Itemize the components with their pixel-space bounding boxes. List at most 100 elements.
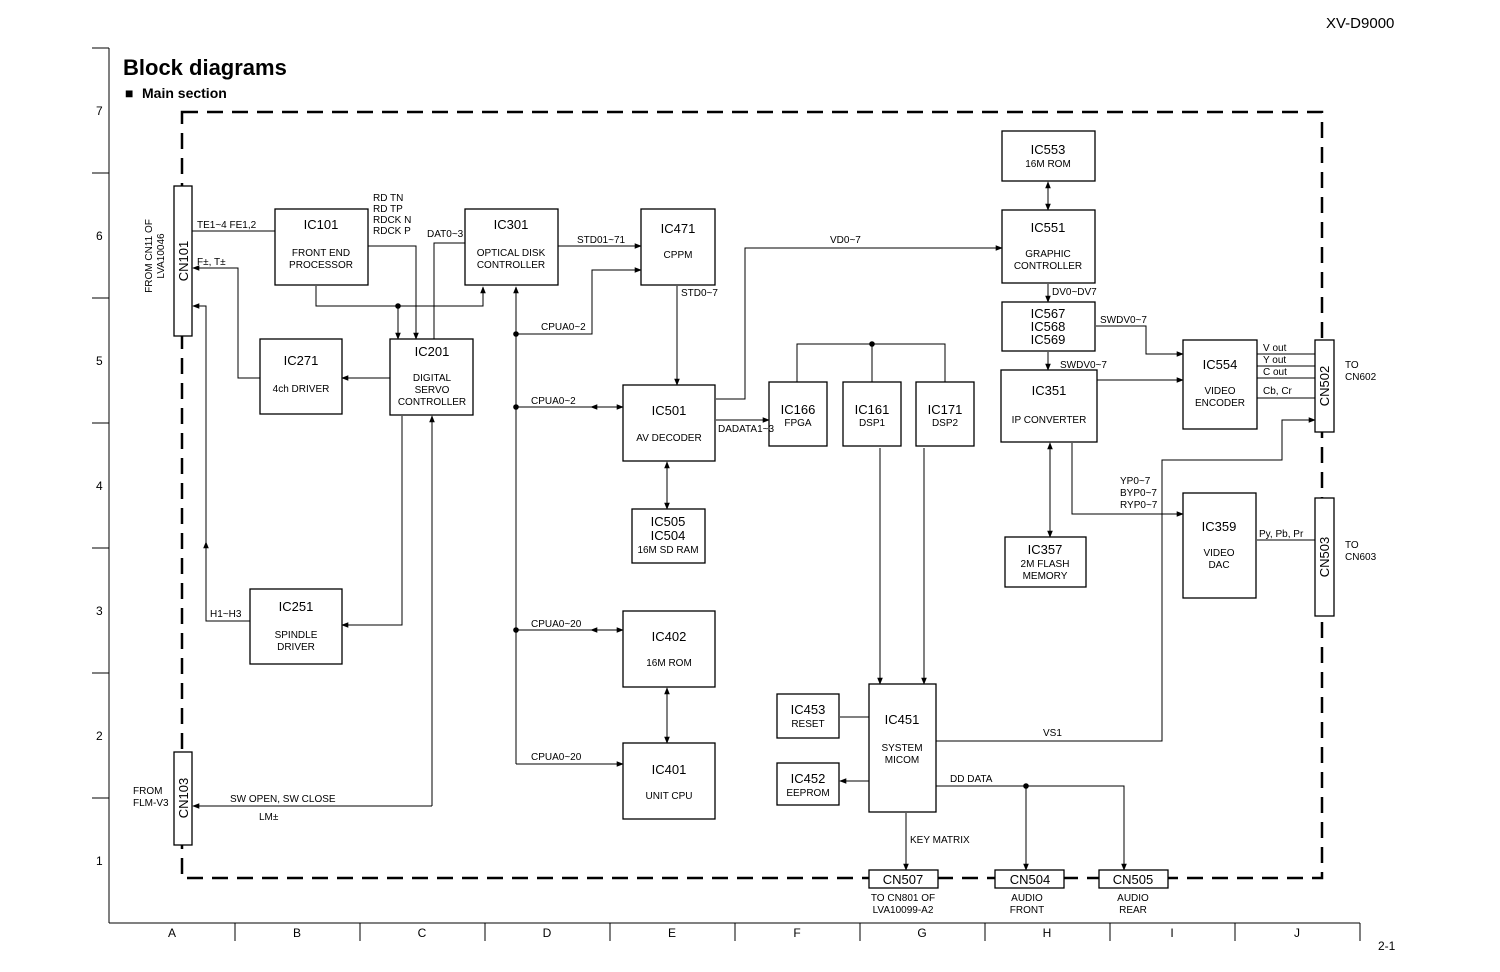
connector-label: CN504 bbox=[1010, 872, 1050, 887]
wire bbox=[192, 265, 260, 379]
block-ic567-569: IC567 IC568 IC569 bbox=[1001, 301, 1096, 352]
block-label: IC359 bbox=[1202, 519, 1237, 534]
block-ic357: IC357 2M FLASH MEMORY bbox=[1004, 536, 1087, 588]
cn103-source-label: FROM bbox=[133, 786, 162, 797]
block-function: DSP2 bbox=[932, 418, 959, 429]
connector-cn502: CN502 bbox=[1314, 339, 1335, 433]
cn505-destination-label: AUDIO bbox=[1117, 893, 1149, 904]
signal-label: RD TP bbox=[373, 204, 403, 215]
signal-label: SWDV0~7 bbox=[1100, 315, 1147, 326]
block-ic161: IC161 DSP1 bbox=[842, 381, 902, 447]
connector-cn505: CN505 bbox=[1098, 869, 1169, 889]
wire bbox=[433, 242, 465, 339]
block-function: UNIT CPU bbox=[645, 791, 692, 802]
block-label: IC201 bbox=[415, 344, 450, 359]
signal-label: DAT0~3 bbox=[427, 229, 464, 240]
block-ic401: IC401 UNIT CPU bbox=[622, 742, 716, 820]
signal-label: LM± bbox=[259, 812, 279, 823]
block-ic271: IC271 4ch DRIVER bbox=[259, 338, 343, 415]
block-label: IC402 bbox=[652, 629, 687, 644]
wire bbox=[516, 267, 642, 335]
connector-label: CN503 bbox=[1317, 537, 1332, 577]
block-label: IC553 bbox=[1031, 142, 1066, 157]
cn502-destination-label: CN602 bbox=[1345, 372, 1377, 383]
junction-dots bbox=[395, 303, 1029, 789]
block-ic505-504: IC505 IC504 16M SD RAM bbox=[631, 508, 706, 564]
row-label: 6 bbox=[96, 229, 103, 243]
block-function: 2M FLASH bbox=[1021, 559, 1070, 570]
cn103-source-label: FLM-V3 bbox=[133, 798, 169, 809]
block-function: CONTROLLER bbox=[398, 397, 466, 408]
junction-dot bbox=[395, 303, 401, 309]
block-label: IC471 bbox=[661, 221, 696, 236]
signal-label: DADATA1~3 bbox=[718, 424, 774, 435]
model-number: XV-D9000 bbox=[1326, 15, 1394, 32]
row-label: 4 bbox=[96, 479, 103, 493]
signal-label: RDCK P bbox=[373, 226, 411, 237]
block-label: IC271 bbox=[284, 353, 319, 368]
wire bbox=[315, 286, 486, 307]
connector-label: CN101 bbox=[176, 241, 191, 281]
block-function: EEPROM bbox=[786, 788, 829, 799]
block-label: IC251 bbox=[279, 599, 314, 614]
block-ic402: IC402 16M ROM bbox=[622, 610, 716, 688]
block-label: IC501 bbox=[652, 403, 687, 418]
drawing-frame bbox=[92, 47, 1361, 941]
page-number: 2-1 bbox=[1378, 939, 1396, 953]
row-label: 7 bbox=[96, 104, 103, 118]
connector-label: CN502 bbox=[1317, 366, 1332, 406]
block-label: IC504 bbox=[651, 528, 686, 543]
signal-label: CPUA0~20 bbox=[531, 619, 582, 630]
signal-label: BYP0~7 bbox=[1120, 488, 1157, 499]
connector-label: CN103 bbox=[176, 778, 191, 818]
connector-cn103: CN103 bbox=[173, 751, 193, 846]
section-marker: ■ bbox=[125, 85, 133, 101]
column-labels: A B C D E F G H I J bbox=[168, 926, 1300, 940]
connector-label: CN505 bbox=[1113, 872, 1153, 887]
block-label: IC101 bbox=[304, 217, 339, 232]
junction-dot bbox=[869, 341, 875, 347]
block-function: DRIVER bbox=[277, 642, 315, 653]
connector-cn101: CN101 bbox=[173, 185, 193, 337]
block-function: IP CONVERTER bbox=[1012, 415, 1087, 426]
block-label: IC453 bbox=[791, 702, 826, 717]
block-function: VIDEO bbox=[1204, 386, 1235, 397]
block-ic171: IC171 DSP2 bbox=[915, 381, 975, 447]
signal-label: Y out bbox=[1263, 355, 1286, 366]
block-function: VIDEO bbox=[1203, 548, 1234, 559]
cn504-destination-label: AUDIO bbox=[1011, 893, 1043, 904]
col-label: J bbox=[1294, 926, 1300, 940]
signal-label: SW OPEN, SW CLOSE bbox=[230, 794, 336, 805]
block-label: IC551 bbox=[1031, 220, 1066, 235]
signal-label: VS1 bbox=[1043, 728, 1062, 739]
cn504-destination-label: FRONT bbox=[1010, 905, 1044, 916]
cn505-destination-label: REAR bbox=[1119, 905, 1147, 916]
block-function: GRAPHIC bbox=[1025, 249, 1071, 260]
connector-cn503: CN503 bbox=[1314, 497, 1335, 617]
page-title: Block diagrams bbox=[123, 55, 287, 80]
block-ic351: IC351 IP CONVERTER bbox=[1000, 369, 1098, 443]
block-label: IC301 bbox=[494, 217, 529, 232]
signal-label: F±, T± bbox=[197, 257, 226, 268]
block-label: IC568 bbox=[1031, 319, 1066, 334]
external-labels: FROM CN11 OF LVA10046 FROM FLM-V3 TO CN6… bbox=[133, 219, 1377, 916]
signal-label: C out bbox=[1263, 367, 1287, 378]
connector-cn507: CN507 bbox=[868, 869, 939, 889]
block-ic166: IC166 FPGA bbox=[768, 381, 828, 447]
block-label: IC567 bbox=[1031, 306, 1066, 321]
block-label: IC401 bbox=[652, 762, 687, 777]
wire bbox=[796, 343, 946, 382]
cn503-destination-label: TO bbox=[1345, 540, 1359, 551]
block-label: IC357 bbox=[1028, 542, 1063, 557]
signal-label: KEY MATRIX bbox=[910, 835, 970, 846]
cn502-destination-label: TO bbox=[1345, 360, 1359, 371]
block-ic301: IC301 OPTICAL DISK CONTROLLER bbox=[464, 208, 559, 286]
block-function: RESET bbox=[791, 719, 824, 730]
block-function: 16M SD RAM bbox=[637, 545, 698, 556]
signal-label: DD DATA bbox=[950, 774, 993, 785]
block-label: IC351 bbox=[1032, 383, 1067, 398]
signal-labels: TE1~4 FE1,2 F±, T± RD TN RD TP RDCK N RD… bbox=[197, 193, 1304, 846]
cn507-destination-label: TO CN801 OF bbox=[871, 893, 935, 904]
signal-label: CPUA0~2 bbox=[541, 322, 586, 333]
wire bbox=[192, 303, 250, 622]
